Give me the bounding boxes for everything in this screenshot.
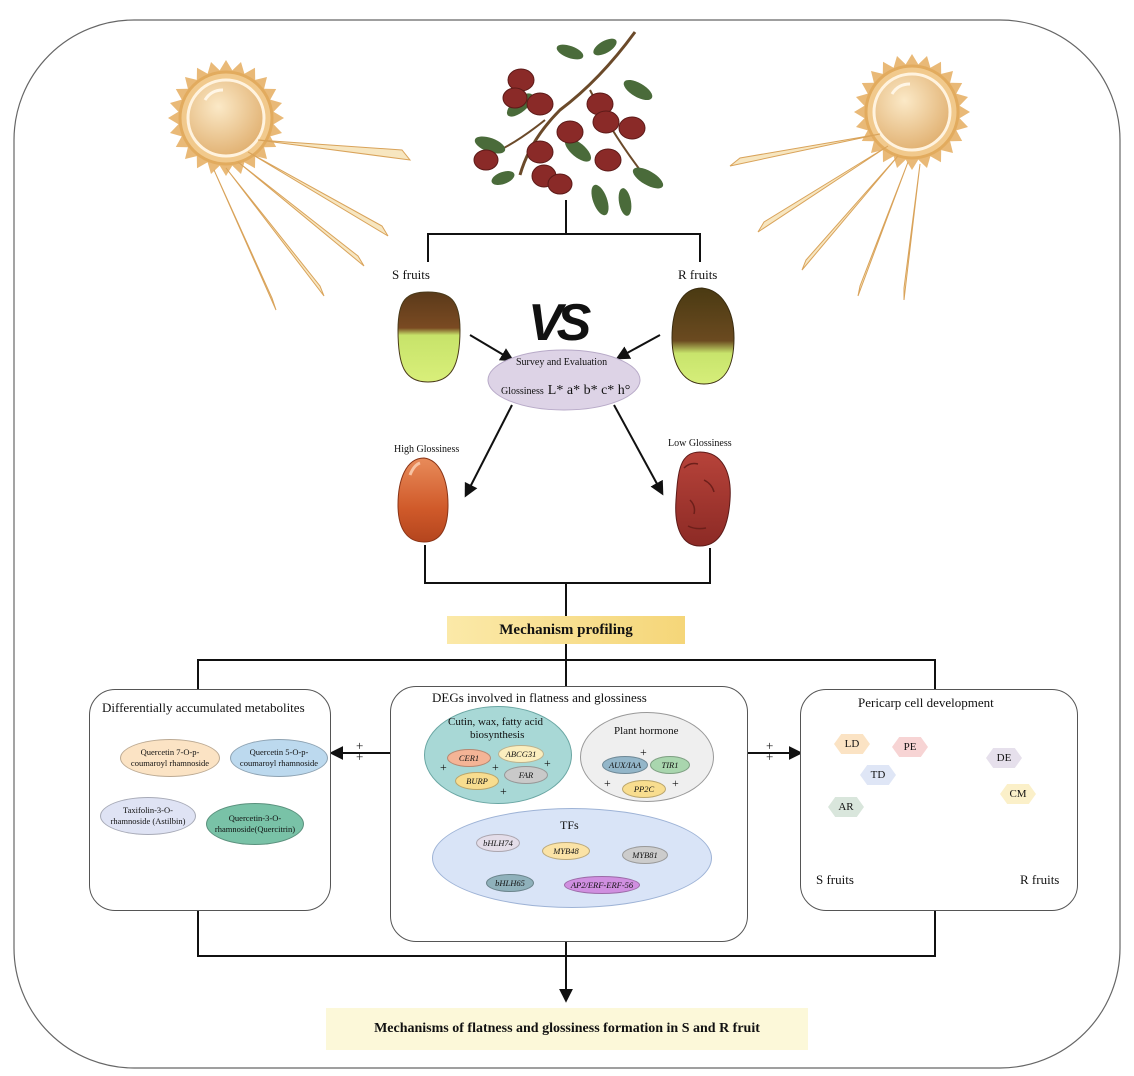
high-glossiness-fruit bbox=[397, 457, 449, 543]
metabolite-pill: Quercetin 5-O-p-coumaroyl rhamnoside bbox=[230, 739, 328, 777]
metabolite-pill: Taxifolin-3-O-rhamnoside (Astilbin) bbox=[100, 797, 196, 835]
metabolites-title: Differentially accumulated metabolites bbox=[102, 700, 305, 715]
right-sun-icon bbox=[729, 54, 970, 301]
cutin-title-line2: biosynthesis bbox=[470, 729, 525, 741]
pericarp-tag: DE bbox=[986, 748, 1022, 768]
metabolite-line1: Quercetin 5-O-p- bbox=[249, 747, 309, 757]
pericarp-tag: PE bbox=[892, 737, 928, 757]
hormone-gene-pill: AUX/IAA bbox=[602, 756, 648, 774]
tf-gene-pill: AP2/ERF-ERF-56 bbox=[564, 876, 640, 894]
r-fruit-image bbox=[671, 287, 735, 385]
s-fruits-label: S fruits bbox=[392, 267, 430, 282]
pericarp-tag: TD bbox=[860, 765, 896, 785]
cutin-gene-pill: CER1 bbox=[447, 749, 491, 767]
metabolite-line1: Quercetin-3-O- bbox=[228, 813, 282, 823]
cutin-plus-signs: + bbox=[492, 760, 499, 774]
survey-ellipse bbox=[487, 349, 641, 411]
metabolite-line2: rhamnoside (Astilbin) bbox=[110, 816, 186, 826]
degs-title: DEGs involved in flatness and glossiness bbox=[432, 690, 647, 705]
survey-title: Survey and Evaluation bbox=[516, 357, 608, 368]
top-connector bbox=[427, 233, 701, 262]
plant-hormone-title: Plant hormone bbox=[614, 725, 679, 737]
left-plus-signs: ++ bbox=[356, 738, 364, 764]
pericarp-s-fruits: S fruits bbox=[816, 872, 854, 887]
metabolite-line1: Quercetin 7-O-p- bbox=[140, 747, 200, 757]
hormone-gene-pill: TIR1 bbox=[650, 756, 690, 774]
glossiness-label: Glossiness bbox=[501, 386, 544, 397]
jujube-branch-icon bbox=[473, 31, 664, 216]
pericarp-title: Pericarp cell development bbox=[858, 695, 994, 710]
outer-frame bbox=[13, 19, 1121, 1069]
hormone-plus-signs: + bbox=[604, 776, 611, 790]
low-glossiness-label: Low Glossiness bbox=[668, 438, 732, 449]
pericarp-tag: CM bbox=[1000, 784, 1036, 804]
pericarp-tag: LD bbox=[834, 734, 870, 754]
tf-gene-pill: bHLH74 bbox=[476, 834, 520, 852]
glossiness-metrics: L* a* b* c* h° bbox=[547, 383, 631, 398]
metabolite-line2: rhamnoside(Quercitrin) bbox=[214, 824, 296, 834]
hormone-plus-signs: + bbox=[640, 745, 647, 759]
metabolite-pill: Quercetin 7-O-p-coumaroyl rhamnoside bbox=[120, 739, 220, 777]
pericarp-tag: AR bbox=[828, 797, 864, 817]
tf-gene-pill: bHLH65 bbox=[486, 874, 534, 892]
s-fruit-image bbox=[397, 291, 461, 383]
cutin-gene-pill: ABCG31 bbox=[498, 745, 544, 763]
tfs-title: TFs bbox=[560, 818, 579, 832]
pericarp-r-fruits: R fruits bbox=[1020, 872, 1060, 887]
cutin-plus-signs: + bbox=[544, 756, 551, 770]
tf-gene-pill: MYB48 bbox=[542, 842, 590, 860]
cutin-title-line1: Cutin, wax, fatty acid bbox=[448, 716, 544, 728]
metabolite-line2: coumaroyl rhamnoside bbox=[130, 758, 210, 768]
cutin-gene-pill: FAR bbox=[504, 766, 548, 784]
vs-logo: VS bbox=[528, 294, 592, 352]
cutin-gene-pill: BURP bbox=[455, 772, 499, 790]
center-plus-signs: ++ bbox=[766, 738, 774, 764]
cutin-plus-signs: + bbox=[440, 760, 447, 774]
mechanism-profiling-text: Mechanism profiling bbox=[499, 621, 633, 638]
high-glossiness-label: High Glossiness bbox=[394, 444, 460, 455]
tf-gene-pill: MYB81 bbox=[622, 846, 668, 864]
conclusion-banner: Mechanisms of flatness and glossiness fo… bbox=[326, 1008, 808, 1050]
r-fruits-label: R fruits bbox=[678, 267, 718, 282]
left-sun-icon bbox=[168, 60, 412, 311]
cutin-plus-signs: + bbox=[500, 784, 507, 798]
metabolite-line2: coumaroyl rhamnoside bbox=[239, 758, 319, 768]
metabolite-line1: Taxifolin-3-O- bbox=[123, 805, 173, 815]
metabolite-pill: Quercetin-3-O-rhamnoside(Quercitrin) bbox=[206, 803, 304, 845]
hormone-plus-signs: + bbox=[672, 776, 679, 790]
glossiness-row: Glossiness L* a* b* c* h° bbox=[501, 381, 630, 399]
conclusion-text: Mechanisms of flatness and glossiness fo… bbox=[374, 1021, 760, 1036]
hormone-gene-pill: PP2C bbox=[622, 780, 666, 798]
low-glossiness-fruit bbox=[675, 451, 731, 547]
mechanism-profiling-banner: Mechanism profiling bbox=[447, 616, 685, 644]
